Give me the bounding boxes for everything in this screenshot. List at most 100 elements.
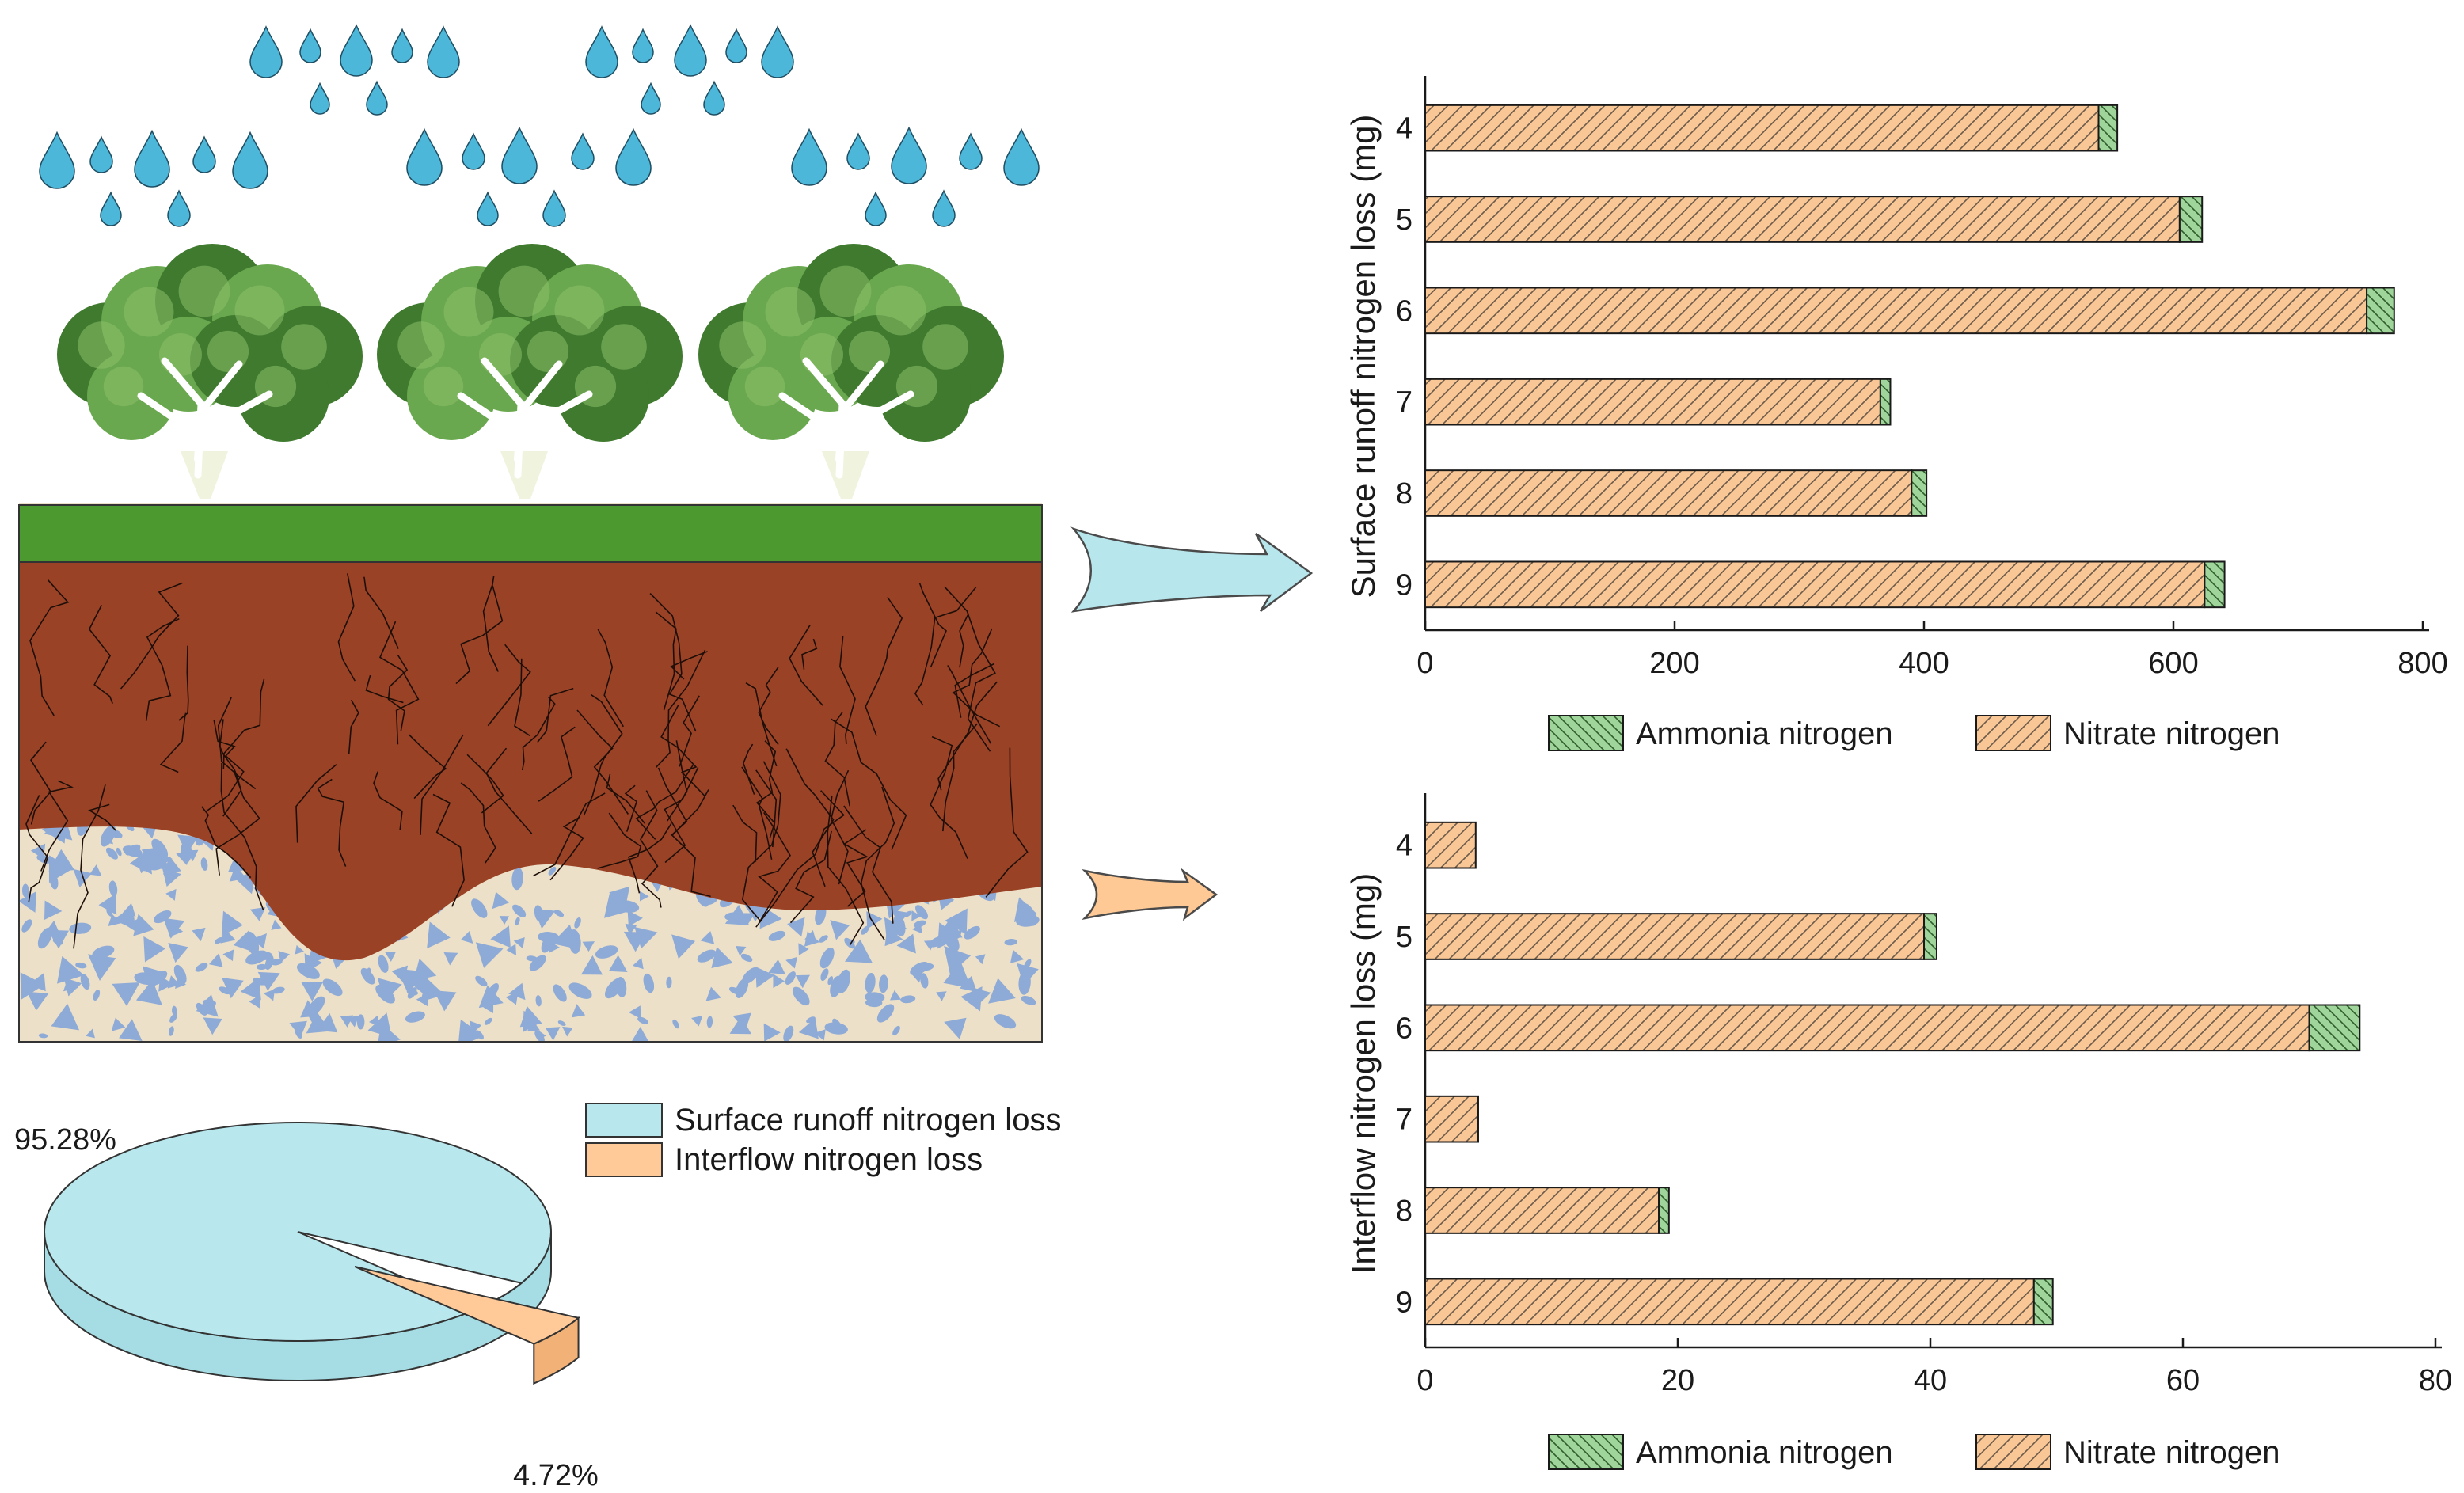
bar-nitrate bbox=[1424, 378, 1881, 426]
bar-ammonia bbox=[1911, 469, 1928, 517]
y-tick-label: 6 bbox=[1396, 294, 1413, 328]
raindrop-icon bbox=[725, 28, 747, 63]
bar-nitrate bbox=[1424, 287, 2368, 335]
raindrop-icon bbox=[427, 25, 460, 78]
bar-nitrate bbox=[1424, 1187, 1660, 1234]
raindrop-icon bbox=[571, 132, 595, 170]
raindrop-icon bbox=[39, 131, 75, 189]
raindrop-icon bbox=[761, 25, 794, 78]
y-tick-label: 5 bbox=[1396, 921, 1413, 954]
bar-nitrate bbox=[1424, 1004, 2310, 1052]
bar-ammonia bbox=[2308, 1004, 2361, 1052]
pie-label-interflow: 4.72% bbox=[513, 1459, 599, 1492]
bar-ammonia bbox=[2366, 287, 2395, 335]
bar-nitrate bbox=[1424, 913, 1926, 960]
trees bbox=[57, 244, 1004, 499]
raindrop-icon bbox=[615, 127, 652, 186]
raindrop-icon bbox=[703, 80, 725, 116]
raindrop-icon bbox=[366, 80, 388, 116]
legend-label-ammonia: Ammonia nitrogen bbox=[1636, 716, 1893, 751]
legend-label-interflow: Interflow nitrogen loss bbox=[675, 1142, 983, 1177]
bar-nitrate bbox=[1424, 196, 2181, 243]
x-tick-label: 60 bbox=[2166, 1364, 2200, 1397]
raindrop-icon bbox=[340, 24, 373, 77]
raindrop-icon bbox=[391, 28, 413, 63]
raindrop-icon bbox=[477, 191, 499, 226]
raindrop-icon bbox=[501, 126, 538, 184]
bar-nitrate bbox=[1424, 1095, 1479, 1143]
x-tick-label: 200 bbox=[1649, 647, 1699, 680]
x-tick-label: 20 bbox=[1661, 1364, 1694, 1397]
raindrop-icon bbox=[1003, 127, 1040, 186]
bar-nitrate bbox=[1424, 821, 1477, 869]
legend-swatch-surface bbox=[585, 1103, 663, 1138]
raindrop-icon bbox=[891, 126, 927, 184]
bar-ammonia bbox=[2097, 104, 2119, 152]
raindrop-icon bbox=[865, 191, 887, 226]
tree-icon bbox=[57, 244, 363, 499]
raindrop-icon bbox=[542, 189, 566, 227]
raindrop-icon bbox=[674, 24, 707, 77]
surface-arrow bbox=[1070, 526, 1314, 613]
x-tick-label: 600 bbox=[2148, 647, 2198, 680]
legend-swatch-interflow bbox=[585, 1142, 663, 1177]
raindrop-icon bbox=[406, 127, 443, 186]
legend-swatch-ammonia bbox=[1548, 1434, 1624, 1470]
tree-icon bbox=[377, 244, 683, 499]
raindrop-icon bbox=[959, 132, 983, 170]
bar-ammonia bbox=[1879, 378, 1892, 426]
tree-icon bbox=[698, 244, 1004, 499]
raindrops bbox=[39, 24, 1040, 227]
x-tick-label: 800 bbox=[2397, 647, 2447, 680]
x-tick-label: 0 bbox=[1416, 647, 1433, 680]
soil-cracks bbox=[25, 573, 1029, 949]
bar-ammonia bbox=[2032, 1278, 2054, 1326]
raindrop-icon bbox=[632, 28, 654, 63]
bar-ammonia bbox=[2204, 560, 2226, 609]
raindrop-icon bbox=[585, 25, 618, 78]
interflow-arrow bbox=[1082, 868, 1219, 921]
bar-ammonia bbox=[2178, 196, 2204, 243]
y-axis-label: Surface runoff nitrogen loss (mg) bbox=[1344, 115, 1382, 598]
raindrop-icon bbox=[249, 25, 283, 78]
raindrop-icon bbox=[89, 135, 113, 173]
raindrop-icon bbox=[299, 28, 321, 63]
raindrop-icon bbox=[846, 132, 870, 170]
soil-profile bbox=[19, 503, 1042, 1042]
raindrop-icon bbox=[100, 191, 122, 226]
bar-ammonia bbox=[1658, 1187, 1670, 1234]
y-tick-label: 4 bbox=[1396, 112, 1413, 146]
bar-nitrate bbox=[1424, 469, 1913, 517]
raindrop-icon bbox=[791, 127, 827, 186]
raindrop-icon bbox=[134, 129, 170, 188]
raindrop-icon bbox=[192, 135, 216, 173]
y-axis-label: Interflow nitrogen loss (mg) bbox=[1344, 873, 1382, 1275]
raindrop-icon bbox=[310, 82, 330, 115]
bar-nitrate bbox=[1424, 560, 2206, 609]
y-tick-label: 8 bbox=[1396, 1195, 1413, 1228]
legend-label-ammonia: Ammonia nitrogen bbox=[1636, 1435, 1893, 1470]
raindrop-icon bbox=[167, 189, 191, 227]
bar-nitrate bbox=[1424, 1278, 2035, 1326]
y-tick-label: 4 bbox=[1396, 830, 1413, 863]
pie-slice-interflow bbox=[354, 1266, 580, 1345]
y-tick-label: 6 bbox=[1396, 1012, 1413, 1045]
x-tick-label: 400 bbox=[1899, 647, 1949, 680]
pie-chart: 95.28% 4.72% bbox=[14, 1122, 599, 1492]
raindrop-icon bbox=[932, 189, 956, 227]
legend-label-nitrate: Nitrate nitrogen bbox=[2063, 716, 2280, 751]
pie-label-surface: 95.28% bbox=[14, 1123, 116, 1157]
pie-legend: Surface runoff nitrogen loss Interflow n… bbox=[585, 1103, 1061, 1177]
y-tick-label: 7 bbox=[1396, 386, 1413, 420]
legend-label-nitrate: Nitrate nitrogen bbox=[2063, 1435, 2280, 1470]
x-tick-label: 0 bbox=[1416, 1364, 1433, 1397]
grass-layer bbox=[19, 504, 1042, 563]
legend-label-surface: Surface runoff nitrogen loss bbox=[675, 1103, 1061, 1138]
y-tick-label: 9 bbox=[1396, 1286, 1413, 1319]
y-tick-label: 9 bbox=[1396, 568, 1413, 602]
legend-swatch-ammonia bbox=[1548, 715, 1624, 751]
y-tick-label: 5 bbox=[1396, 203, 1413, 237]
